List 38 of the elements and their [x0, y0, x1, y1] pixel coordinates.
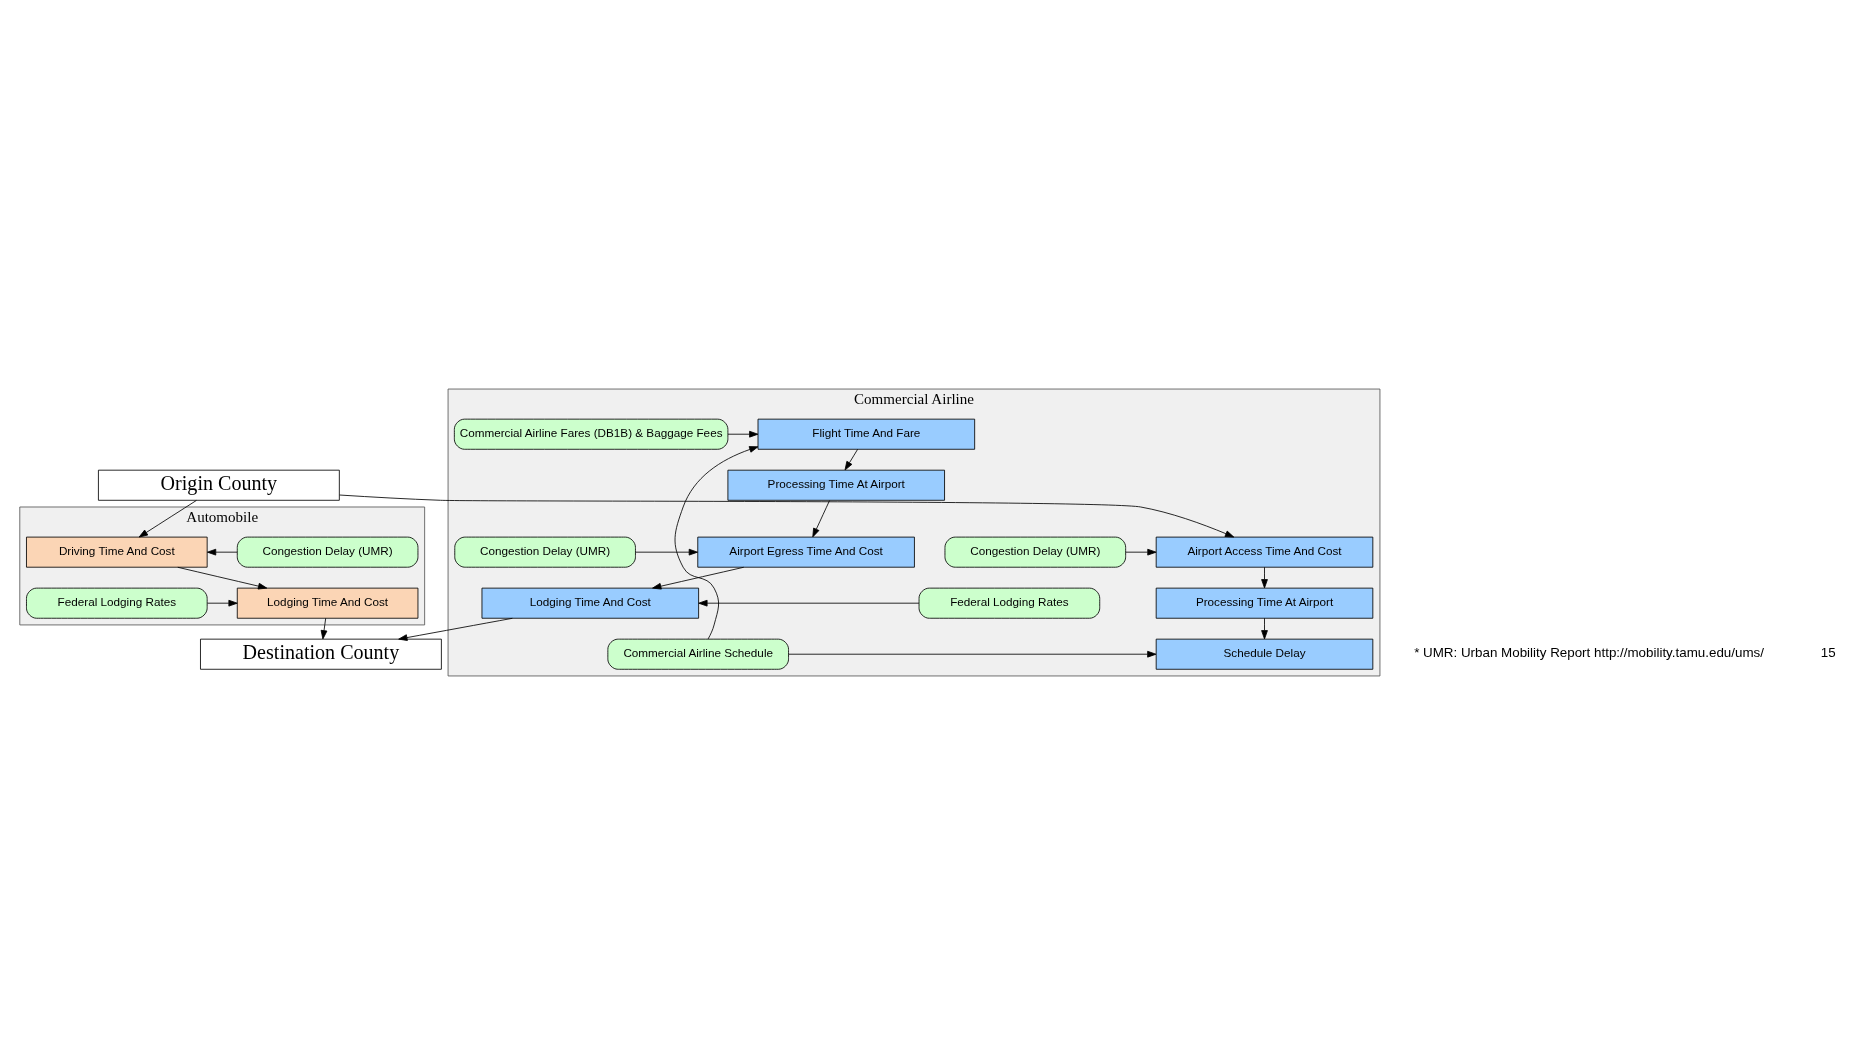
- node-box: Congestion Delay (UMR): [236, 536, 419, 568]
- arrow: [844, 448, 859, 470]
- arrow: [138, 499, 197, 537]
- arrow: [698, 599, 920, 607]
- node-box: Commercial Airline Fares (DB1B) & Baggage Fees: [453, 418, 729, 450]
- arrow: [339, 494, 1235, 537]
- arrow: [1125, 548, 1157, 555]
- arrow: [398, 617, 513, 641]
- node-box: Lodging Time And Cost: [236, 587, 419, 619]
- label: * UMR: Urban Mobility Report http://mobility.tamu.edu/ums/: [1414, 644, 1765, 660]
- arrow: [727, 430, 759, 438]
- label: 15: [1820, 644, 1836, 660]
- arrow: [320, 617, 328, 639]
- arrow: [207, 548, 238, 555]
- node-box: Congestion Delay (UMR): [944, 536, 1127, 568]
- arrow: [207, 599, 238, 607]
- arrow: [674, 445, 759, 639]
- node-box: Lodging Time And Cost: [481, 587, 700, 619]
- node-box: Schedule Delay: [1155, 638, 1374, 670]
- node-box: Driving Time And Cost: [26, 536, 208, 568]
- arrow: [1261, 617, 1268, 639]
- node-box: Origin County: [98, 469, 340, 501]
- node-box: Airport Access Time And Cost: [1155, 536, 1374, 568]
- node-box: Federal Lodging Rates: [918, 587, 1101, 619]
- node-box: Commercial Airline Schedule: [607, 638, 789, 670]
- arrow: [652, 566, 745, 589]
- arrow: [177, 566, 268, 589]
- node-box: Processing Time At Airport: [1155, 587, 1374, 619]
- arrow: [1261, 566, 1268, 588]
- arrow: [635, 548, 698, 555]
- node-box: Processing Time At Airport: [727, 469, 945, 501]
- node-box: Destination County: [200, 638, 442, 670]
- arrow: [788, 650, 1157, 658]
- node-box: Airport Egress Time And Cost: [697, 536, 915, 568]
- node-box: Federal Lodging Rates: [26, 587, 208, 619]
- arrow: [812, 499, 830, 537]
- node-box: Flight Time And Fare: [757, 418, 976, 450]
- node-box: Congestion Delay (UMR): [454, 536, 636, 568]
